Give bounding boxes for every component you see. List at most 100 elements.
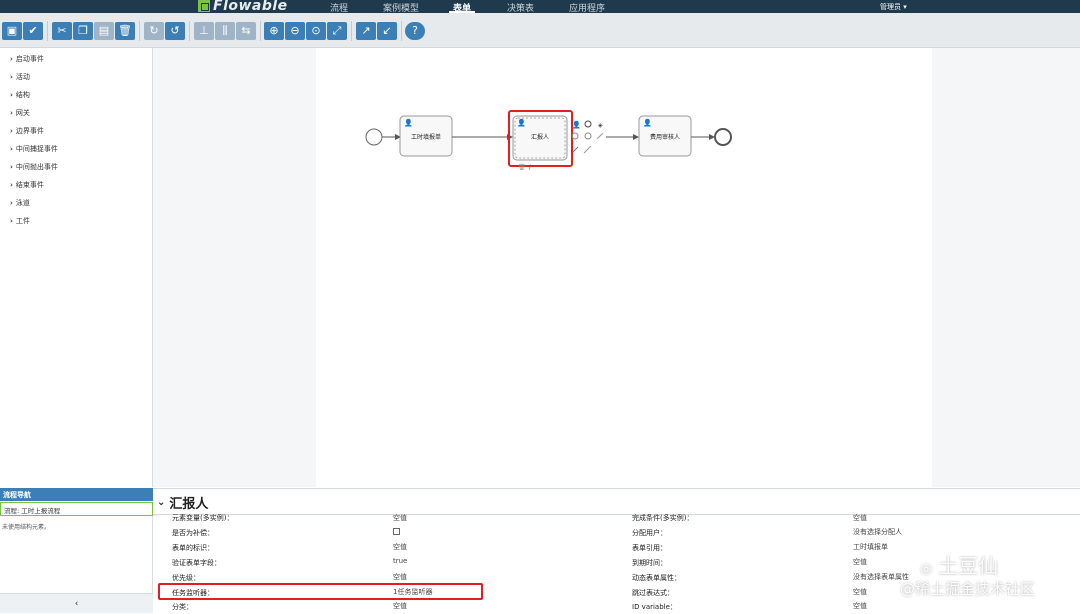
cut-icon[interactable]: ✂ bbox=[52, 22, 72, 40]
connector-quick-icon[interactable] bbox=[596, 132, 604, 140]
navigator-empty-text: 未使用结构元素。 bbox=[2, 524, 51, 531]
process-canvas[interactable]: 👤 工时填报单 👤 汇报人 🗑 / 👤 ◈ 👤 费用审核人 bbox=[316, 48, 932, 487]
zoom-in-icon[interactable]: ⊕ bbox=[264, 22, 284, 40]
prop-value[interactable]: 没有选择表单属性 bbox=[853, 573, 909, 581]
prop-label: 验证表单字段： bbox=[172, 559, 221, 567]
prop-value[interactable]: 没有选择分配人 bbox=[853, 528, 902, 536]
delete-icon[interactable]: 🗑 bbox=[115, 22, 135, 40]
prop-value[interactable]: 空值 bbox=[853, 558, 867, 566]
chevron-right-icon: › bbox=[10, 199, 13, 207]
flow-quick-icon[interactable] bbox=[572, 146, 579, 153]
palette-label: 结束事件 bbox=[15, 181, 44, 189]
copy-icon[interactable]: ❐ bbox=[73, 22, 93, 40]
chevron-down-icon: ⌄ bbox=[157, 497, 166, 508]
zoom-fit-icon[interactable]: ⤢ bbox=[327, 22, 347, 40]
align-icon[interactable]: ⊥ bbox=[194, 22, 214, 40]
prop-label: ID variable： bbox=[632, 603, 677, 611]
palette-gateways[interactable]: ›网关 bbox=[10, 108, 30, 118]
collapse-navigator-button[interactable]: ‹ bbox=[0, 593, 153, 613]
bend-remove-icon[interactable]: ↙ bbox=[377, 22, 397, 40]
zoom-actual-icon[interactable]: ⊙ bbox=[306, 22, 326, 40]
vertical-icon[interactable]: ⫼ bbox=[215, 22, 235, 40]
palette-throw-events[interactable]: ›中间抛出事件 bbox=[10, 162, 58, 172]
nav-decision-tables[interactable]: 决策表 bbox=[507, 4, 535, 14]
task-reporter[interactable] bbox=[512, 115, 568, 161]
chevron-right-icon: › bbox=[10, 145, 13, 153]
prop-label: 表单的标识： bbox=[172, 544, 214, 552]
properties-divider bbox=[153, 514, 1080, 515]
navigator-title: 流程导航 bbox=[0, 488, 153, 501]
palette-activities[interactable]: ›活动 bbox=[10, 72, 30, 82]
wechat-icon: ◎ bbox=[920, 561, 933, 577]
prop-label: 任务监听器： bbox=[172, 589, 214, 597]
palette-structural[interactable]: ›结构 bbox=[10, 90, 30, 100]
association-quick-icon[interactable] bbox=[583, 145, 592, 154]
shape-palette: ›启动事件 ›活动 ›结构 ›网关 ›边界事件 ›中间捕捉事件 ›中间抛出事件 … bbox=[0, 48, 153, 487]
gateway-quick-icon[interactable]: ◈ bbox=[598, 122, 603, 129]
start-event[interactable] bbox=[365, 128, 383, 146]
nav-case-models[interactable]: 案例模型 bbox=[383, 4, 420, 14]
prop-value[interactable]: 空值 bbox=[393, 573, 407, 581]
prop-label: 完成条件(多实例)： bbox=[632, 514, 694, 522]
undo-icon[interactable]: ↺ bbox=[165, 22, 185, 40]
prop-value[interactable]: 空值 bbox=[393, 602, 407, 610]
toolbar-separator bbox=[139, 21, 140, 41]
validate-icon[interactable]: ✔ bbox=[23, 22, 43, 40]
paste-icon[interactable]: ▤ bbox=[94, 22, 114, 40]
navigator-process-item[interactable]: 流程: 工时上报流程 bbox=[0, 502, 153, 516]
task-timesheet[interactable] bbox=[399, 115, 453, 157]
save-icon[interactable]: ▣ bbox=[2, 22, 22, 40]
end-event[interactable] bbox=[714, 128, 732, 146]
palette-start-events[interactable]: ›启动事件 bbox=[10, 54, 44, 64]
prop-value[interactable]: 空值 bbox=[393, 514, 407, 522]
intermediate-event-quick-icon[interactable] bbox=[571, 132, 579, 140]
task-label: 费用审核人 bbox=[650, 133, 680, 141]
prop-value[interactable]: 工时填报单 bbox=[853, 543, 888, 551]
prop-label: 表单引用： bbox=[632, 544, 667, 552]
toolbar-separator bbox=[47, 21, 48, 41]
palette-catch-events[interactable]: ›中间捕捉事件 bbox=[10, 144, 58, 154]
palette-end-events[interactable]: ›结束事件 bbox=[10, 180, 44, 190]
nav-processes[interactable]: 流程 bbox=[330, 4, 349, 14]
zoom-out-icon[interactable]: ⊖ bbox=[285, 22, 305, 40]
task-expense-reviewer[interactable] bbox=[638, 115, 692, 157]
redo-icon[interactable]: ↻ bbox=[144, 22, 164, 40]
user-task-icon: 👤 bbox=[404, 118, 413, 127]
prop-label: 动态表单属性： bbox=[632, 574, 681, 582]
prop-value[interactable]: 空值 bbox=[393, 543, 407, 551]
palette-label: 泳道 bbox=[15, 199, 30, 207]
timer-quick-icon[interactable] bbox=[584, 132, 592, 140]
palette-swimlanes[interactable]: ›泳道 bbox=[10, 198, 30, 208]
nav-apps[interactable]: 应用程序 bbox=[569, 4, 606, 14]
palette-label: 活动 bbox=[15, 73, 30, 81]
palette-boundary-events[interactable]: ›边界事件 bbox=[10, 126, 44, 136]
palette-label: 网关 bbox=[15, 109, 30, 117]
chevron-right-icon: › bbox=[10, 217, 13, 225]
delete-icon[interactable]: 🗑 bbox=[518, 163, 526, 171]
end-event-quick-icon[interactable] bbox=[584, 120, 592, 128]
palette-label: 边界事件 bbox=[15, 127, 44, 135]
palette-artifacts[interactable]: ›工件 bbox=[10, 216, 30, 226]
help-icon[interactable]: ? bbox=[405, 22, 425, 40]
user-task-quick-icon[interactable]: 👤 bbox=[572, 120, 581, 129]
user-menu[interactable]: 管理员 ▾ bbox=[880, 3, 907, 11]
compensation-checkbox[interactable] bbox=[393, 528, 400, 535]
chevron-left-icon: ‹ bbox=[74, 599, 79, 609]
prop-label: 到期时间： bbox=[632, 559, 667, 567]
watermark-line1: 土豆仙 bbox=[938, 554, 999, 578]
bend-add-icon[interactable]: ↗ bbox=[356, 22, 376, 40]
prop-label: 跳过表达式： bbox=[632, 589, 674, 597]
palette-label: 启动事件 bbox=[15, 55, 44, 63]
nav-forms[interactable]: 表单 bbox=[453, 4, 472, 14]
wrench-icon[interactable]: / bbox=[529, 164, 532, 171]
prop-value[interactable]: 空值 bbox=[853, 588, 867, 596]
properties-title[interactable]: ⌄ 汇报人 bbox=[157, 493, 208, 512]
watermark-line2: @稀土掘金技术社区 bbox=[900, 580, 1036, 598]
chevron-right-icon: › bbox=[10, 127, 13, 135]
prop-value[interactable]: true bbox=[393, 557, 408, 565]
prop-value[interactable]: 空值 bbox=[853, 602, 867, 610]
prop-value[interactable]: 空值 bbox=[853, 514, 867, 522]
task-listeners-value[interactable]: 1任务监听器 bbox=[393, 588, 433, 596]
horizontal-icon[interactable]: ⇆ bbox=[236, 22, 256, 40]
flowable-logo[interactable]: Flowable bbox=[198, 0, 288, 14]
